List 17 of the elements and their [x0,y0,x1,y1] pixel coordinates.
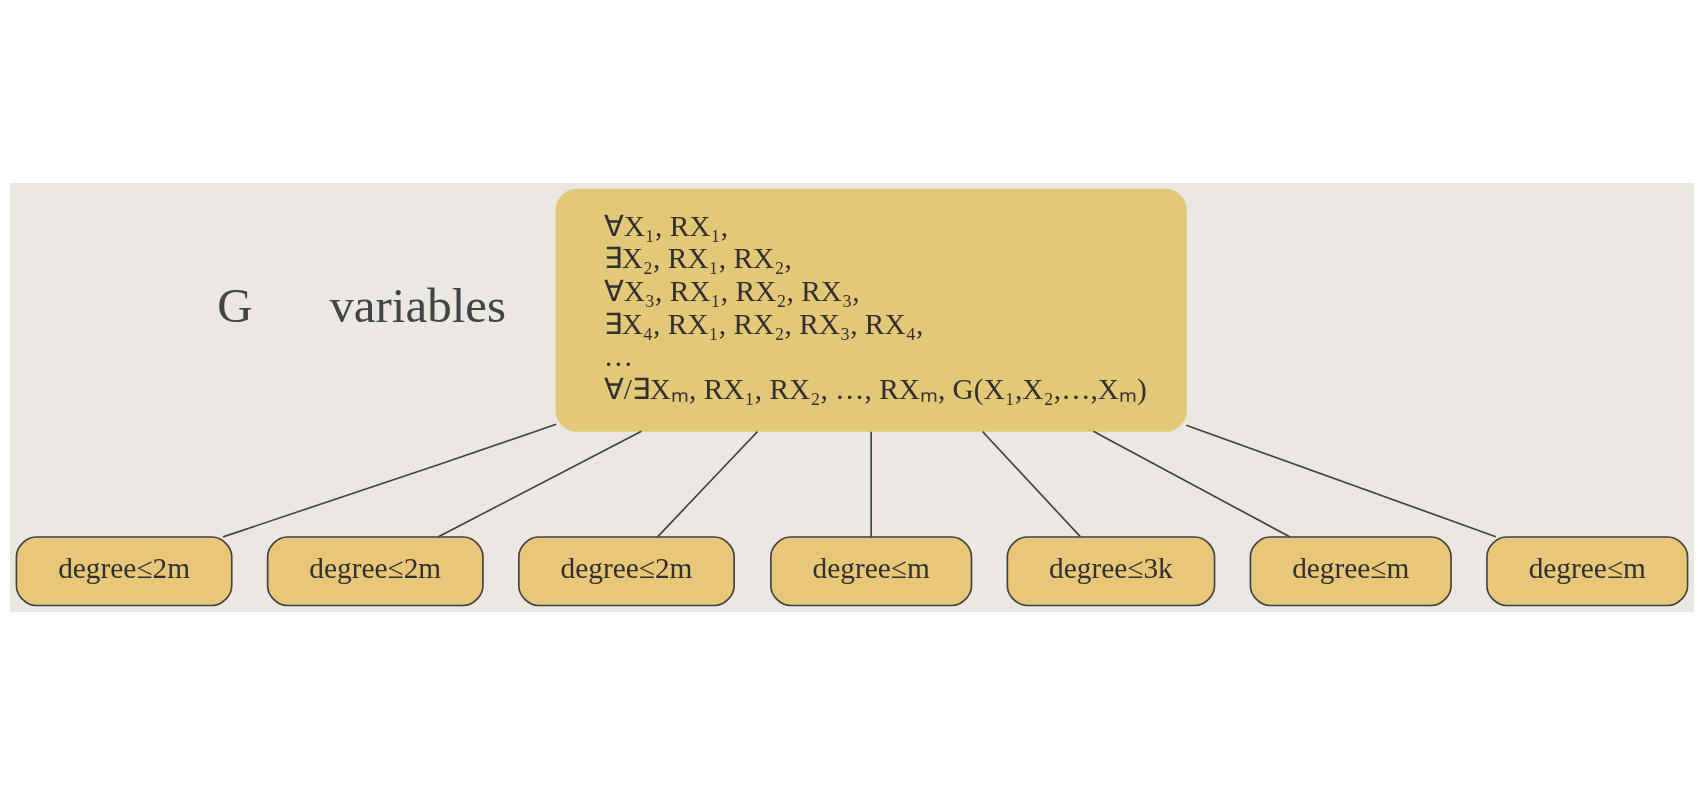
node-box: ∀X₁, RX₁, ∃X₂, RX₁, RX₂, ∀X₃, RX₁, RX₂, RX₃, ∃X₄, RX₁, RX₂, RX₃, RX₄, … ∀/∃Xₘ, RX₁, RX₂, …, RXₘ, G(X₁,X₂,…,Xₘ) [555,188,1187,432]
connector [656,430,759,538]
connector [1185,424,1497,538]
connector [870,430,872,538]
connector [437,430,643,538]
connector [981,430,1082,538]
node-box: degree≤2m [518,536,735,607]
node-box: degree≤2m [266,536,484,607]
node-box: degree≤3k [1006,536,1216,607]
label: G [217,278,253,334]
connector [1092,430,1291,538]
node-box: degree≤m [1486,536,1689,607]
node-box: degree≤m [1249,536,1452,607]
node-box: degree≤m [770,536,973,607]
label: variables [329,278,506,334]
node-box: degree≤2m [15,536,233,607]
connector [222,423,557,538]
